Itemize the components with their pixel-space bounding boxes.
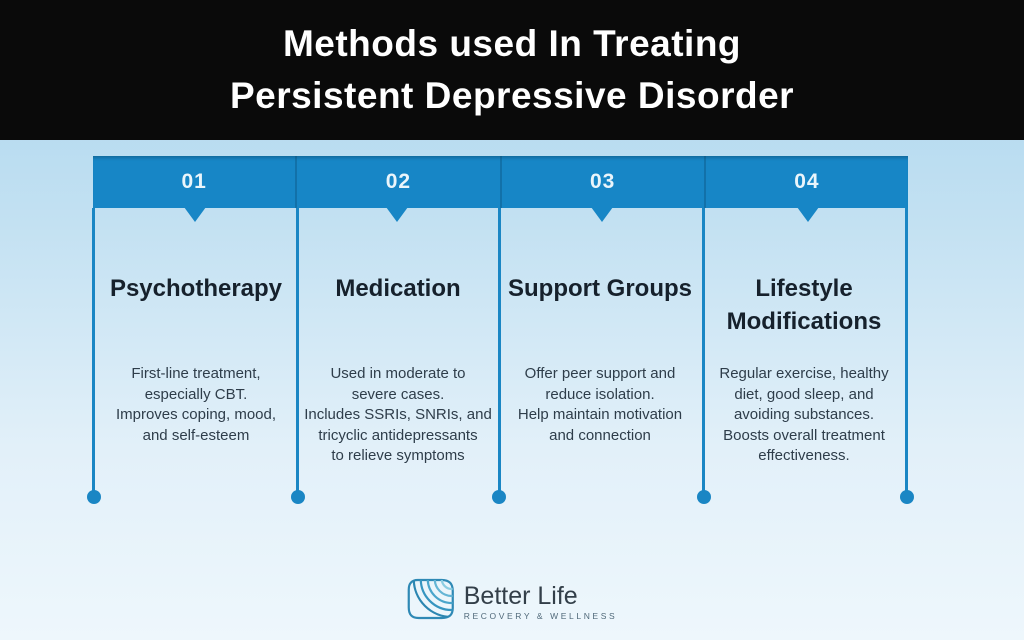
wave-leaf-icon [407,578,455,625]
end-dot-3 [492,490,506,504]
column-description: First-line treatment, especially CBT. Im… [115,365,277,444]
pointer-triangle-4 [797,207,819,222]
column-description: Regular exercise, healthy diet, good sle… [719,365,889,464]
column-title: Lifestyle Modifications [726,275,882,335]
end-dot-4 [697,490,711,504]
divider-line-2 [296,208,299,492]
step-number-2: 02 [295,156,499,208]
step-number-3: 03 [499,156,704,208]
pointer-triangle-2 [386,207,408,222]
column-title: Support Groups [508,275,692,302]
timeline-header-bar: 01 02 03 04 [93,156,908,208]
pointer-triangle-1 [184,207,206,222]
logo-name: Better Life [463,581,578,610]
end-dot-5 [900,490,914,504]
divider-line-3 [498,208,501,492]
title-banner: Methods used In Treating Persistent Depr… [0,0,1024,140]
divider-line-4 [702,208,705,492]
column-title: Medication [335,275,461,302]
column-description: Used in moderate to severe cases. Includ… [304,365,492,464]
column-lifestyle-modifications: Lifestyle Modifications Regular exercise… [703,0,905,500]
better-life-logo: Better Life RECOVERY & WELLNESS [407,578,617,625]
end-dot-2 [291,490,305,504]
logo-text: Better Life RECOVERY & WELLNESS [464,583,617,621]
main-title-line-2: Persistent Depressive Disorder [229,75,795,116]
step-number-1: 01 [181,170,207,193]
divider-line-1 [92,208,95,492]
step-number-4: 04 [703,156,908,208]
logo-tagline: RECOVERY & WELLNESS [463,610,618,621]
main-title-line-1: Methods used In Treating [282,23,742,64]
column-support-groups: Support Groups Offer peer support and re… [499,0,701,500]
column-psychotherapy: Psychotherapy First-line treatment, espe… [95,0,297,500]
pointer-triangle-3 [591,207,613,222]
divider-line-5 [905,208,908,492]
column-title: Psychotherapy [109,275,283,302]
column-medication: Medication Used in moderate to severe ca… [297,0,499,500]
end-dot-1 [87,490,101,504]
column-description: Offer peer support and reduce isolation.… [517,365,683,444]
